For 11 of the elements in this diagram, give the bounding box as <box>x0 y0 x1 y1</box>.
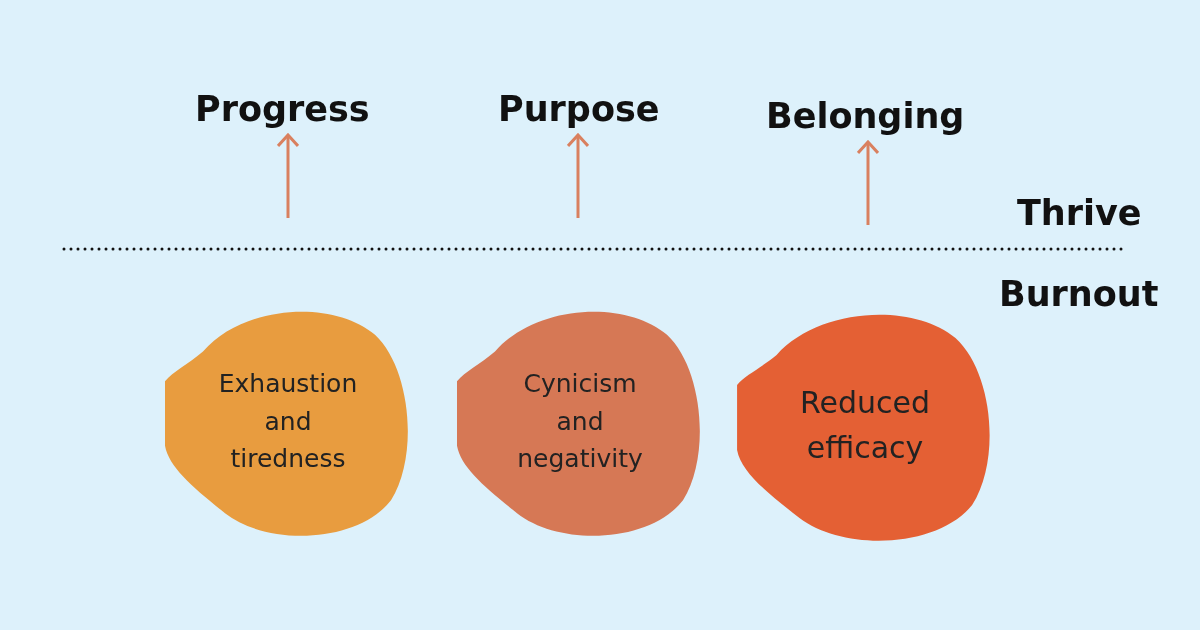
arrow <box>566 133 590 218</box>
category-heading: Belonging <box>766 99 965 134</box>
zone-label: Thrive <box>1017 196 1142 231</box>
category-heading: Purpose <box>498 92 660 127</box>
arrow <box>276 133 300 218</box>
blob-label: Exhaustion and tiredness <box>217 367 359 475</box>
category-heading: Progress <box>195 92 370 127</box>
blob-label: Cynicism and negativity <box>516 367 644 475</box>
arrow <box>856 140 880 225</box>
blob-label: Reduced efficacy <box>799 384 931 467</box>
zone-label: Burnout <box>999 277 1159 312</box>
